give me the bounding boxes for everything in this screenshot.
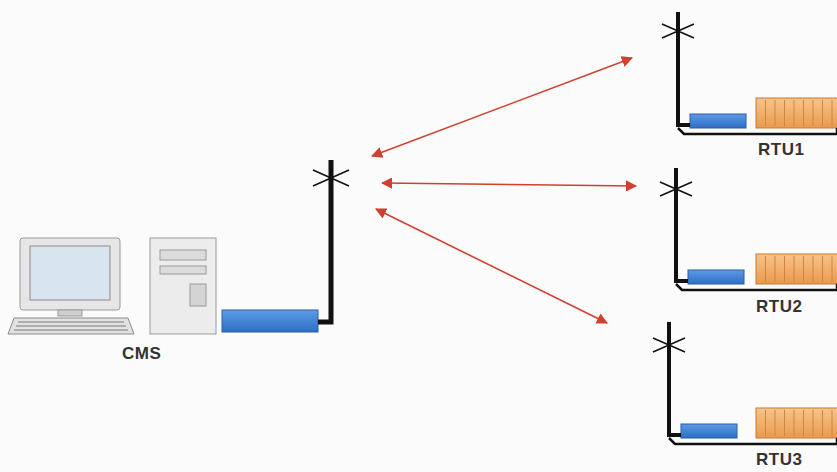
antenna [653,338,685,352]
station-label: RTU1 [758,140,804,160]
rack-slot [775,100,776,126]
antenna-mast [313,160,349,322]
antenna-mast [669,322,681,435]
rack-slot [765,410,766,436]
rack-slot [784,100,785,126]
rack-slot [803,410,804,436]
radio-modem [222,310,318,332]
rtu-station [662,12,837,134]
rack-slot [803,100,804,126]
wire [669,438,837,444]
radio-link [372,58,636,323]
radio-modem [688,270,744,284]
rack-slot [832,256,833,282]
rack-slot [822,256,823,282]
rtu-station [653,322,837,444]
rack-slot [813,256,814,282]
rack-slot [775,256,776,282]
antenna [662,24,694,38]
rack-slot [775,410,776,436]
rack-slot [822,410,823,436]
station-label: CMS [122,344,161,364]
rack-slot [765,100,766,126]
rack-slot [813,100,814,126]
rack-slot [822,100,823,126]
rack-slot [784,410,785,436]
rtu-stations [653,12,837,444]
wire [676,284,837,290]
rtu-station [660,168,837,290]
rtu-rack [756,408,837,438]
rack-slot [765,256,766,282]
rack-slot [794,256,795,282]
rtu-rack [756,98,837,128]
wire [678,128,837,134]
rack-slot [832,100,833,126]
antenna [660,182,692,196]
radio-modem [681,424,737,438]
radio-modem [690,114,746,128]
station-label: RTU2 [756,297,802,317]
rtu-rack [756,254,837,284]
rack-slot [794,100,795,126]
rack-slot [813,410,814,436]
rack-slot [803,256,804,282]
rack-slot [794,410,795,436]
rack-slot [832,410,833,436]
computer [8,238,216,334]
station-label: RTU3 [756,450,802,470]
rack-slot [784,256,785,282]
